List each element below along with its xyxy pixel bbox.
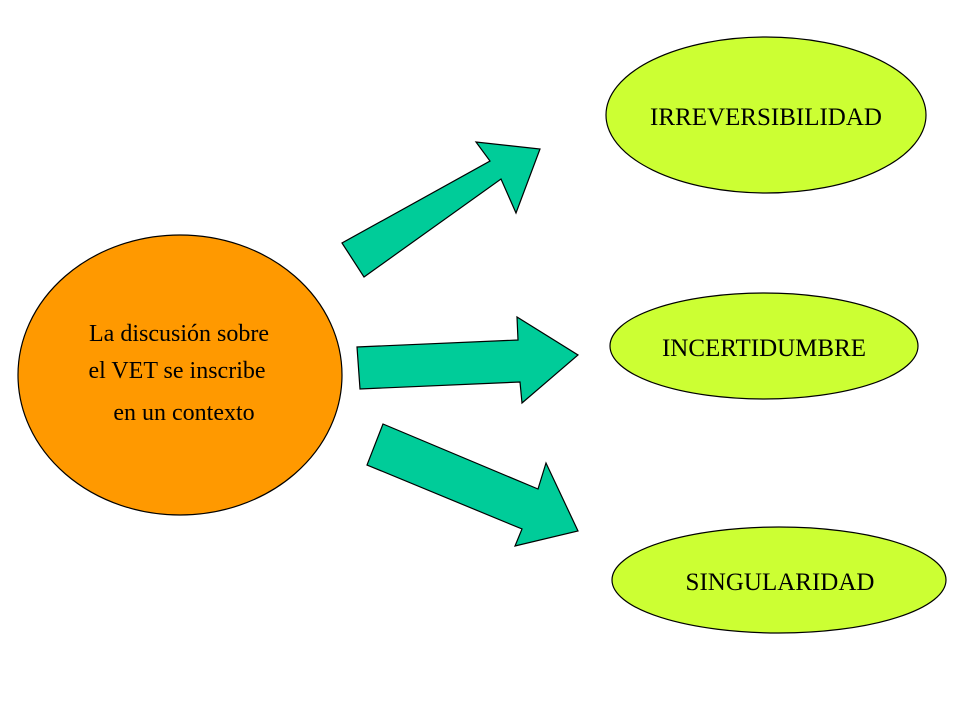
arrow-to-singularidad [366,423,579,547]
node-irreversibilidad-label: IRREVERSIBILIDAD [650,104,882,131]
node-incertidumbre-label: INCERTIDUMBRE [662,335,866,362]
node-singularidad-label: SINGULARIDAD [686,569,875,596]
arrow-to-irreversibilidad [341,141,541,278]
center-line-3: en un contexto [113,400,254,426]
center-ellipse [17,234,343,516]
node-singularidad-ellipse [611,526,947,634]
center-text: La discusión sobre el VET se inscribe en… [88,321,275,426]
node-irreversibilidad-ellipse [605,36,927,194]
center-line-2: el VET se inscribe [88,358,265,384]
node-incertidumbre-ellipse [609,292,919,400]
center-line-1: La discusión sobre [89,321,269,347]
arrow-to-incertidumbre [356,315,580,405]
